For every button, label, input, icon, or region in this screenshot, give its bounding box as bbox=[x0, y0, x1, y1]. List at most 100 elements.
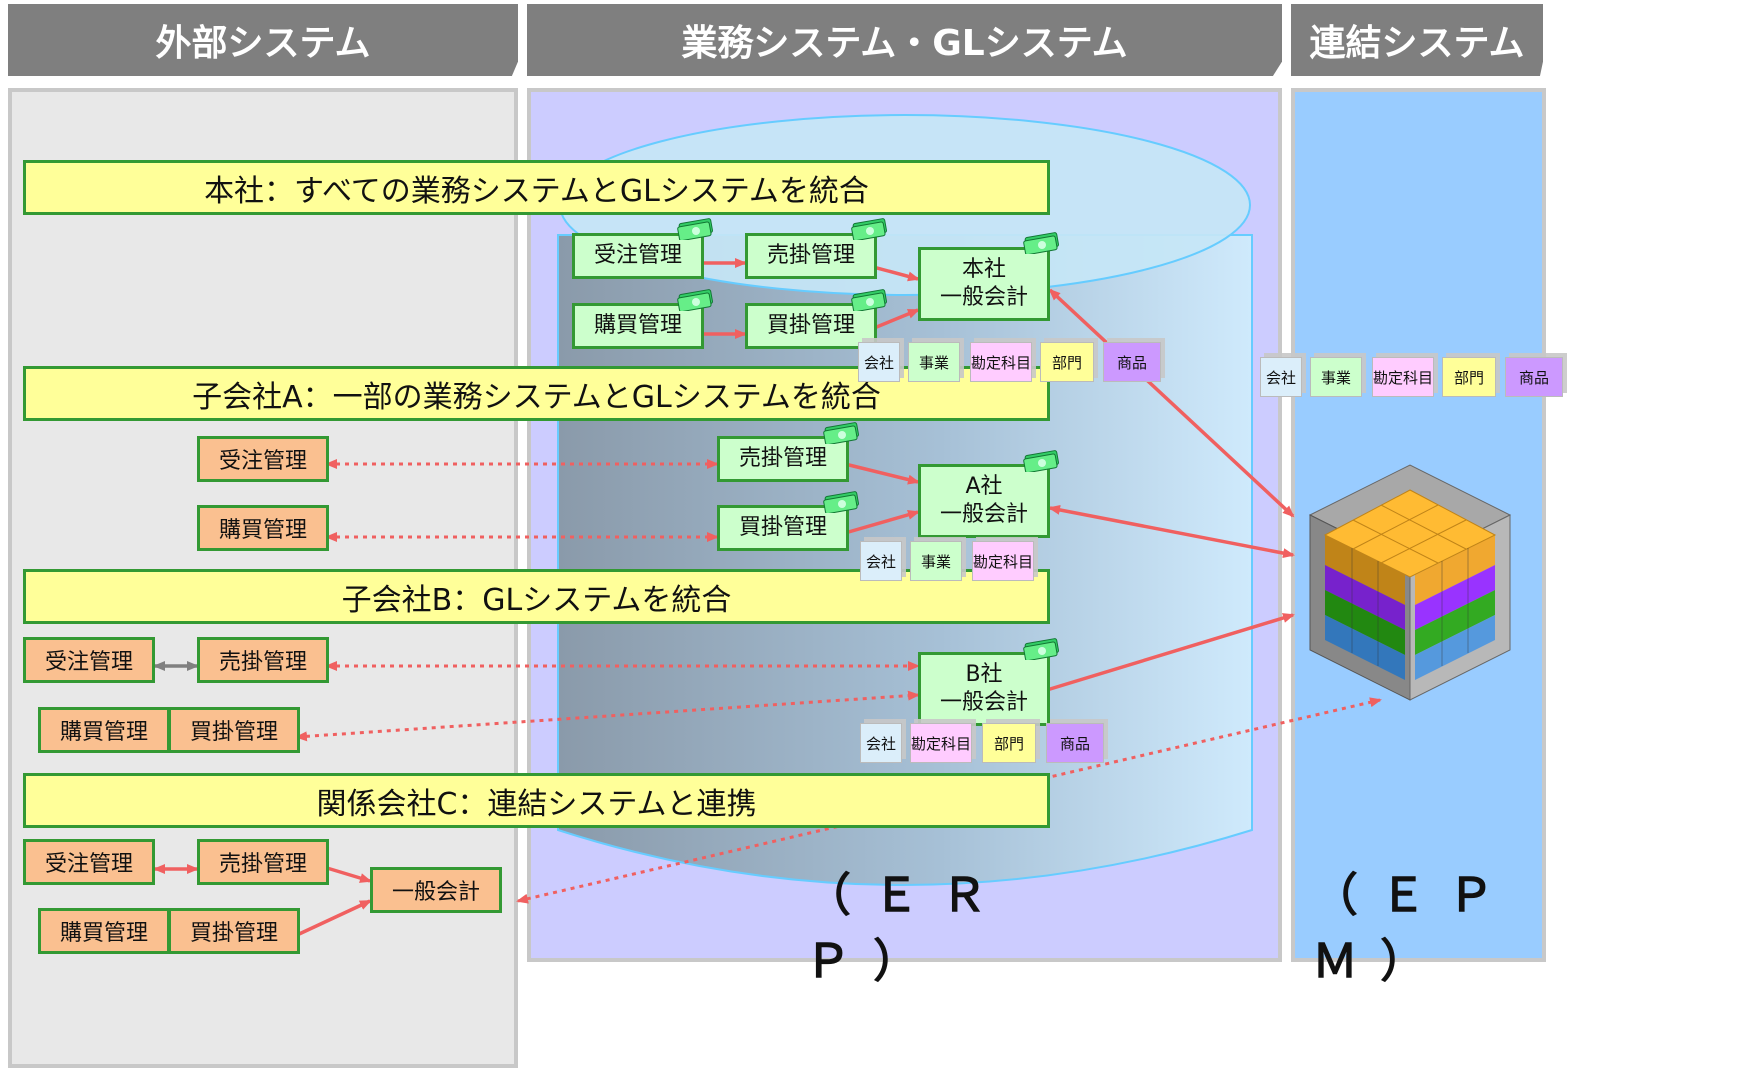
arrow-b-gl-cube bbox=[1035, 613, 1295, 695]
money-icon bbox=[823, 491, 859, 513]
b-ext-purchase-management: 購買管理 bbox=[38, 707, 170, 753]
b-ext-order-management: 受注管理 bbox=[23, 637, 155, 683]
chip-label: 勘定科目 bbox=[911, 734, 972, 753]
band-affiliate-c: 関係会社C：連結システムと連携 bbox=[23, 773, 1050, 828]
chip-bumon: 部門 bbox=[1442, 357, 1496, 397]
band-sub-b: 子会社B：GLシステムを統合 bbox=[23, 569, 1050, 624]
arrow-c-receivable-gl bbox=[326, 866, 372, 883]
a-gl-line2: 一般会計 bbox=[939, 502, 1028, 527]
hq-purchase-label: 購買管理 bbox=[593, 313, 682, 338]
money-icon bbox=[677, 289, 713, 311]
b-ext-payable-management: 買掛管理 bbox=[168, 707, 300, 753]
chip-kaisha: 会社 bbox=[1260, 357, 1302, 397]
arrow-a-receivable-gl bbox=[844, 462, 920, 485]
chip-label: 会社 bbox=[1265, 368, 1296, 387]
epm-label-text: （ＥＰＭ） bbox=[1312, 868, 1516, 988]
chip-kanjo: 勘定科目 bbox=[910, 723, 972, 763]
b-ext-payable-label: 買掛管理 bbox=[189, 720, 278, 745]
hq-order-label: 受注管理 bbox=[593, 243, 682, 268]
arrow-hq-gl-cube bbox=[1048, 288, 1295, 518]
c-ext-order-management: 受注管理 bbox=[23, 839, 155, 885]
chip-jigyo: 事業 bbox=[1310, 357, 1362, 397]
b-general-ledger: B社 一般会計 bbox=[918, 652, 1050, 726]
chip-label: 事業 bbox=[1320, 368, 1351, 387]
chip-label: 商品 bbox=[1518, 368, 1549, 387]
chip-label: 勘定科目 bbox=[1373, 368, 1434, 387]
band-hq-label: 本社：すべての業務システムとGLシステムを統合 bbox=[204, 173, 869, 209]
money-icon bbox=[1023, 450, 1059, 472]
chip-label: 会社 bbox=[863, 353, 894, 372]
chip-label: 商品 bbox=[1059, 734, 1090, 753]
band-hq: 本社：すべての業務システムとGLシステムを統合 bbox=[23, 160, 1050, 215]
money-icon bbox=[677, 218, 713, 240]
chip-shohin: 商品 bbox=[1505, 357, 1563, 397]
a-ext-order-label: 受注管理 bbox=[218, 449, 307, 474]
c-ext-payable-management: 買掛管理 bbox=[168, 908, 300, 954]
hq-receivable-management: 売掛管理 bbox=[745, 233, 877, 279]
a-receivable-label: 売掛管理 bbox=[738, 446, 827, 471]
chip-shohin: 商品 bbox=[1046, 723, 1104, 763]
hq-gl-line1: 本社 bbox=[961, 257, 1006, 282]
c-ext-purchase-management: 購買管理 bbox=[38, 908, 170, 954]
band-sub-b-label: 子会社B：GLシステムを統合 bbox=[341, 582, 732, 618]
arrow-c-payable-gl bbox=[296, 899, 372, 937]
c-ext-general-ledger: 一般会計 bbox=[370, 867, 502, 913]
hq-general-ledger: 本社 一般会計 bbox=[918, 247, 1050, 321]
c-ext-receivable-management: 売掛管理 bbox=[197, 839, 329, 885]
chip-label: 部門 bbox=[993, 734, 1024, 753]
chip-kaisha: 会社 bbox=[860, 723, 902, 763]
money-icon bbox=[1023, 638, 1059, 660]
erp-label-text: （ＥＲＰ） bbox=[805, 868, 1009, 988]
a-ext-order-management: 受注管理 bbox=[197, 436, 329, 482]
header-external-system: 外部システム bbox=[8, 4, 518, 76]
chip-label: 事業 bbox=[920, 552, 951, 571]
erp-label: （ＥＲＰ） bbox=[805, 868, 1065, 988]
arrow-a-gl-cube bbox=[1048, 504, 1295, 559]
chip-bumon: 部門 bbox=[982, 723, 1036, 763]
a-general-ledger: A社 一般会計 bbox=[918, 464, 1050, 538]
epm-cube bbox=[1308, 464, 1512, 701]
hq-payable-label: 買掛管理 bbox=[766, 313, 855, 338]
header-business-label: 業務システム・GLシステム bbox=[681, 23, 1128, 64]
b-gl-line1: B社 bbox=[965, 662, 1003, 687]
chip-bumon: 部門 bbox=[1040, 342, 1094, 382]
chip-kanjo: 勘定科目 bbox=[970, 342, 1032, 382]
a-gl-line1: A社 bbox=[965, 474, 1003, 499]
epm-label: （ＥＰＭ） bbox=[1312, 868, 1542, 988]
hq-gl-line2: 一般会計 bbox=[939, 285, 1028, 310]
b-ext-purchase-label: 購買管理 bbox=[59, 720, 148, 745]
chip-kaisha: 会社 bbox=[860, 541, 902, 581]
chip-kaisha: 会社 bbox=[858, 342, 900, 382]
chip-kanjo: 勘定科目 bbox=[1372, 357, 1434, 397]
a-ext-purchase-label: 購買管理 bbox=[218, 518, 307, 543]
band-affiliate-c-label: 関係会社C：連結システムと連携 bbox=[316, 786, 757, 822]
chip-kanjo: 勘定科目 bbox=[972, 541, 1034, 581]
money-icon bbox=[851, 218, 887, 240]
chip-label: 会社 bbox=[865, 552, 896, 571]
a-receivable-management: 売掛管理 bbox=[717, 436, 849, 482]
a-ext-purchase-management: 購買管理 bbox=[197, 505, 329, 551]
b-ext-order-label: 受注管理 bbox=[44, 650, 133, 675]
c-ext-gl-label: 一般会計 bbox=[391, 880, 480, 905]
hq-receivable-label: 売掛管理 bbox=[766, 243, 855, 268]
header-consolidation-system: 連結システム bbox=[1291, 4, 1543, 76]
header-consolidation-label: 連結システム bbox=[1309, 23, 1525, 64]
c-ext-receivable-label: 売掛管理 bbox=[218, 852, 307, 877]
c-ext-purchase-label: 購買管理 bbox=[59, 921, 148, 946]
a-payable-management: 買掛管理 bbox=[717, 505, 849, 551]
chip-label: 部門 bbox=[1051, 353, 1082, 372]
b-ext-receivable-management: 売掛管理 bbox=[197, 637, 329, 683]
arrow-a-payable-gl bbox=[844, 509, 920, 535]
header-external-label: 外部システム bbox=[155, 23, 371, 64]
money-icon bbox=[851, 289, 887, 311]
chip-label: 事業 bbox=[918, 353, 949, 372]
hq-payable-management: 買掛管理 bbox=[745, 303, 877, 349]
header-business-system: 業務システム・GLシステム bbox=[527, 4, 1282, 76]
chip-jigyo: 事業 bbox=[910, 541, 962, 581]
b-gl-line2: 一般会計 bbox=[939, 690, 1028, 715]
c-ext-payable-label: 買掛管理 bbox=[189, 921, 278, 946]
chip-label: 勘定科目 bbox=[971, 353, 1032, 372]
chip-label: 部門 bbox=[1453, 368, 1484, 387]
b-ext-receivable-label: 売掛管理 bbox=[218, 650, 307, 675]
money-icon bbox=[823, 422, 859, 444]
